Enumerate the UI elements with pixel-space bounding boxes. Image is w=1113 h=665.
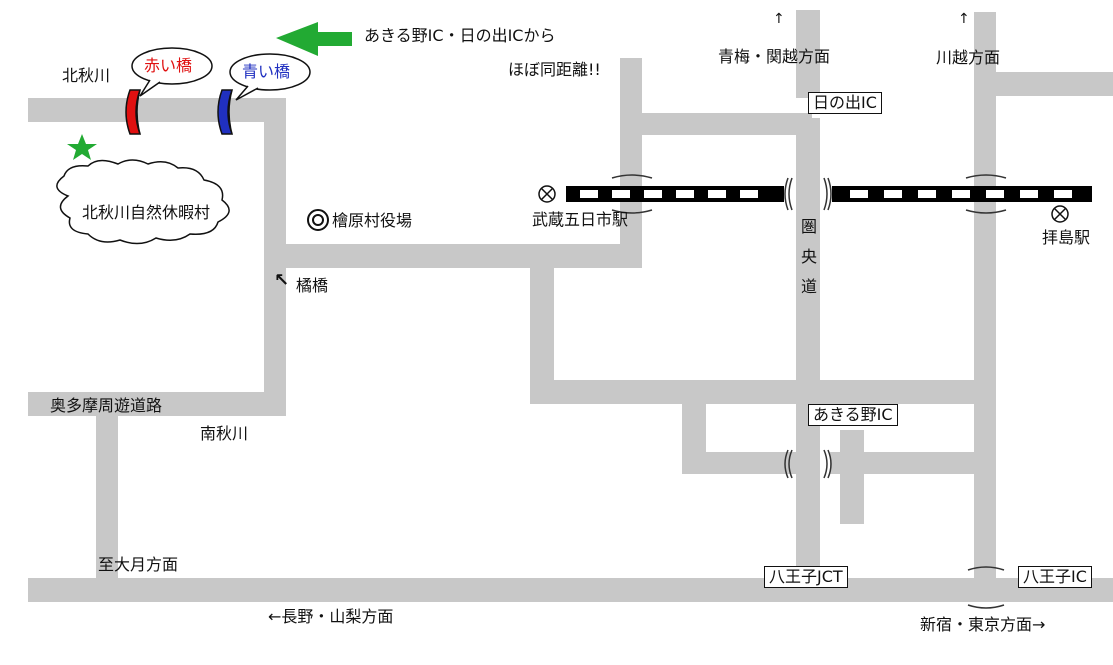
kenoudou-char-1: 圏 <box>800 217 817 236</box>
label-kitaakikawa: 北秋川 <box>62 66 111 85</box>
camp-cloud <box>56 159 230 245</box>
label-okutama-road: 奥多摩周遊道路 <box>50 396 163 415</box>
label-hachioji-jct: 八王子JCT <box>764 566 848 588</box>
kenoudou-char-2: 央 <box>800 247 817 266</box>
nw-arrow-icon: ↖ <box>274 270 290 291</box>
road-to-office <box>264 244 640 268</box>
road-akiruno-loop-h <box>682 452 796 474</box>
label-minamiakikawa: 南秋川 <box>200 424 249 443</box>
star-icon <box>67 134 97 160</box>
label-akiruno-ic: あきる野IC <box>808 404 898 426</box>
label-nagano-dir: ←長野・山梨方面 <box>268 607 394 626</box>
road-akiruno-stub <box>840 430 864 524</box>
label-hachioji-ic: 八王子IC <box>1018 566 1092 588</box>
label-aoi-hashi: 青い橋 <box>242 62 291 81</box>
kenoudou-char-3: 道 <box>800 277 817 296</box>
left-arrow-icon <box>276 22 352 56</box>
label-haijima: 拝島駅 <box>1042 228 1091 247</box>
road-kitaakikawa <box>28 98 286 122</box>
railway <box>566 186 1092 202</box>
up-arrow-oume: ↑ <box>773 11 785 27</box>
road-okutama-down <box>96 410 118 590</box>
label-hinode-ic: 日の出IC <box>808 92 882 114</box>
label-oume-dir: 青梅・関越方面 <box>718 47 831 66</box>
road-down-itsukaichi <box>530 244 554 404</box>
road-middle <box>530 380 996 404</box>
label-kenoudou: 圏 央 道 <box>800 212 818 302</box>
up-arrow-kawagoe: ↑ <box>958 11 970 27</box>
double-circle-icon <box>307 209 329 231</box>
road-okutama <box>28 392 286 416</box>
label-kawagoe-dir: 川越方面 <box>936 48 1001 67</box>
blue-bridge-icon <box>217 89 234 135</box>
label-from-ic: あきる野IC・日の出ICから <box>364 26 556 45</box>
label-akai-hashi: 赤い橋 <box>144 56 193 75</box>
road-kawagoe <box>974 12 996 592</box>
label-village-office: 檜原村役場 <box>332 211 413 230</box>
red-bridge-icon <box>125 89 142 135</box>
red-bridge-bubble <box>131 47 213 97</box>
label-same-distance: ほぼ同距離!! <box>508 60 601 79</box>
circle-cross-icon <box>538 185 556 203</box>
road-kenou-top <box>796 10 820 98</box>
road-right-top <box>996 72 1113 96</box>
road-kenou <box>796 118 820 593</box>
circle-cross-icon <box>1051 205 1069 223</box>
label-camp: 北秋川自然休暇村 <box>82 203 211 222</box>
overpass-marks <box>611 174 1007 609</box>
blue-bridge-bubble <box>229 53 311 101</box>
road-up-to-station <box>620 58 642 268</box>
road-bottom <box>28 578 1113 602</box>
road-akiruno-right <box>830 452 974 474</box>
label-musashi-itsukaichi: 武蔵五日市駅 <box>532 210 629 229</box>
label-tachibana: 橘橋 <box>296 276 329 295</box>
label-otsuki-dir: 至大月方面 <box>98 555 179 574</box>
road-top-connector <box>640 113 812 135</box>
roads <box>28 10 1113 602</box>
label-shinjuku-dir: 新宿・東京方面→ <box>920 615 1046 634</box>
